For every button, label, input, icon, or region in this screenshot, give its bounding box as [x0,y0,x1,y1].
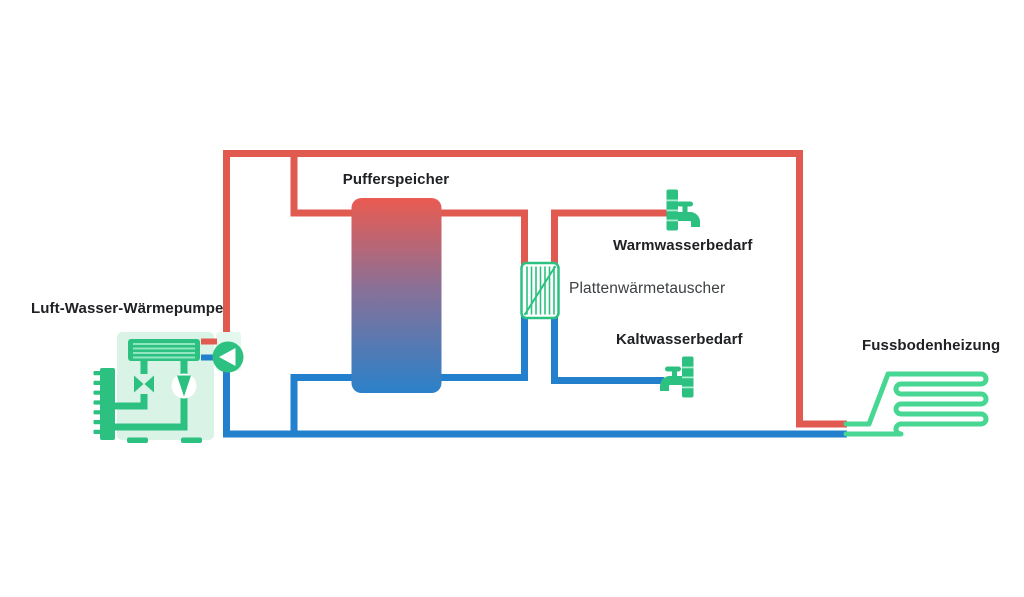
hot-water-demand-label: Warmwasserbedarf [613,237,753,254]
buffer-tank [351,198,442,393]
cold-exchanger-to-faucet-pipe [551,316,664,384]
hot-branch-to-tank-pipe [290,153,352,217]
condenser-icon [128,339,200,361]
heat-pump-foot [127,437,148,443]
hot-main-loop-pipe [223,150,847,428]
compressor-icon [171,373,197,399]
refrigerant-pipe [114,394,148,410]
buffer-tank-label: Pufferspeicher [342,171,450,188]
heat-pump-foot [181,437,202,443]
cold-water-faucet-icon [660,356,694,398]
cold-tank-return-pipe [290,374,352,431]
cold-water-demand-label: Kaltwasserbedarf [616,331,743,348]
cold-tank-to-exchanger-pipe [441,316,528,381]
hot-pipes [223,150,847,428]
hot-exchanger-to-faucet-pipe [551,209,667,266]
floor-heating-coil-icon [843,371,989,437]
evaporator-icon [93,368,115,440]
cold-pipes [223,316,847,438]
heat-pump-unit [93,332,244,443]
plate-heat-exchanger-icon [520,261,560,320]
pump-icon [212,341,244,373]
heat-pump-label: Luft-Wasser-Wärmepumpe [31,300,224,317]
cold-stub [201,354,216,361]
hot-tank-to-exchanger-pipe [441,209,528,266]
plate-heat-exchanger-label: Plattenwärmetauscher [569,280,726,297]
hot-water-faucet-icon [666,189,700,231]
expansion-valve-icon [134,375,154,393]
hot-stub [201,338,217,345]
cold-main-return-pipe [223,360,847,438]
floor-heating-label: Fussbodenheizung [862,337,1001,354]
